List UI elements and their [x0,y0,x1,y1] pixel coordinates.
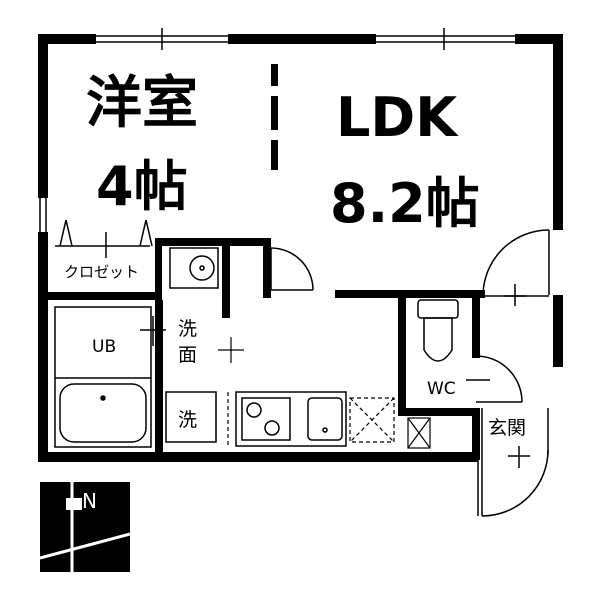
washer-pan [165,391,217,443]
sink-niche [169,247,219,289]
compass-north-label: N [82,489,97,513]
ldk-size: 8.2帖 [330,172,480,235]
closet [55,219,153,258]
washroom-label-2: 面 [178,344,197,366]
compass-arrow-icon [66,498,82,510]
bath-label: UB [92,337,116,357]
door-corridor [270,247,314,291]
toilet-label: WC [427,379,456,399]
closet-label: クロゼット [64,263,139,281]
shoe-storage [407,417,431,449]
washer-label: 洗 [178,409,197,431]
fridge-space [349,397,395,443]
toilet-door [466,355,523,403]
window-top-left [96,28,228,50]
ldk-name: LDK [336,86,459,149]
interior-walls [48,64,485,460]
compass [39,482,131,572]
ldk-door [482,229,550,306]
kitchen-counter [235,391,347,447]
outer-walls [38,34,563,462]
toilet [417,299,459,362]
entrance-label: 玄関 [488,417,526,439]
window-left [39,198,47,232]
washroom-label-1: 洗 [178,318,197,340]
western-room-size: 4帖 [96,155,188,218]
unit-bath [54,306,166,448]
entrance-door [477,408,549,517]
window-top-right [376,28,515,50]
washroom-marker [218,337,244,363]
western-room-name: 洋室 [86,71,198,136]
